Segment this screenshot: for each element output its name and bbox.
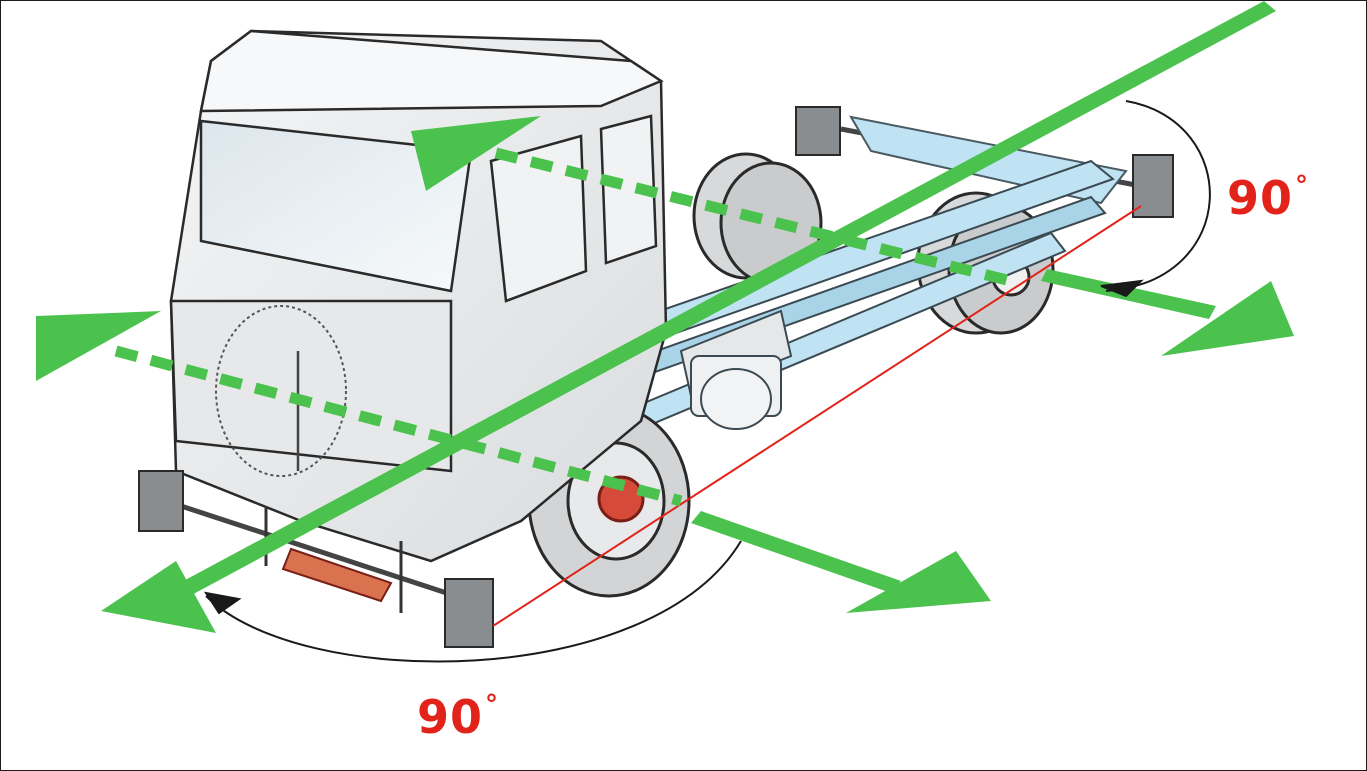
front-wheel-clamps — [138, 470, 494, 648]
alignment-arrows — [36, 1, 1294, 633]
front-angle-label: 90° — [417, 690, 500, 744]
thrust-line-arrow — [161, 1, 1276, 605]
rear-axle-arrow-left — [411, 116, 541, 191]
front-axle-arrow-right — [691, 511, 901, 593]
angle-arcs — [203, 100, 1211, 663]
axle-lines-dashed — [114, 147, 1013, 507]
thrust-line-arrowhead — [101, 561, 216, 633]
measurement-lines — [492, 205, 1142, 627]
front-axle-arrowhead-right — [846, 551, 991, 613]
rear-axle-arrowhead-right — [1161, 281, 1294, 356]
rear-angle-label: 90° — [1227, 171, 1310, 225]
front-axle-arrow-left — [36, 311, 161, 381]
front-angle-arc — [205, 540, 742, 663]
rear-angle-arc — [1105, 100, 1211, 292]
